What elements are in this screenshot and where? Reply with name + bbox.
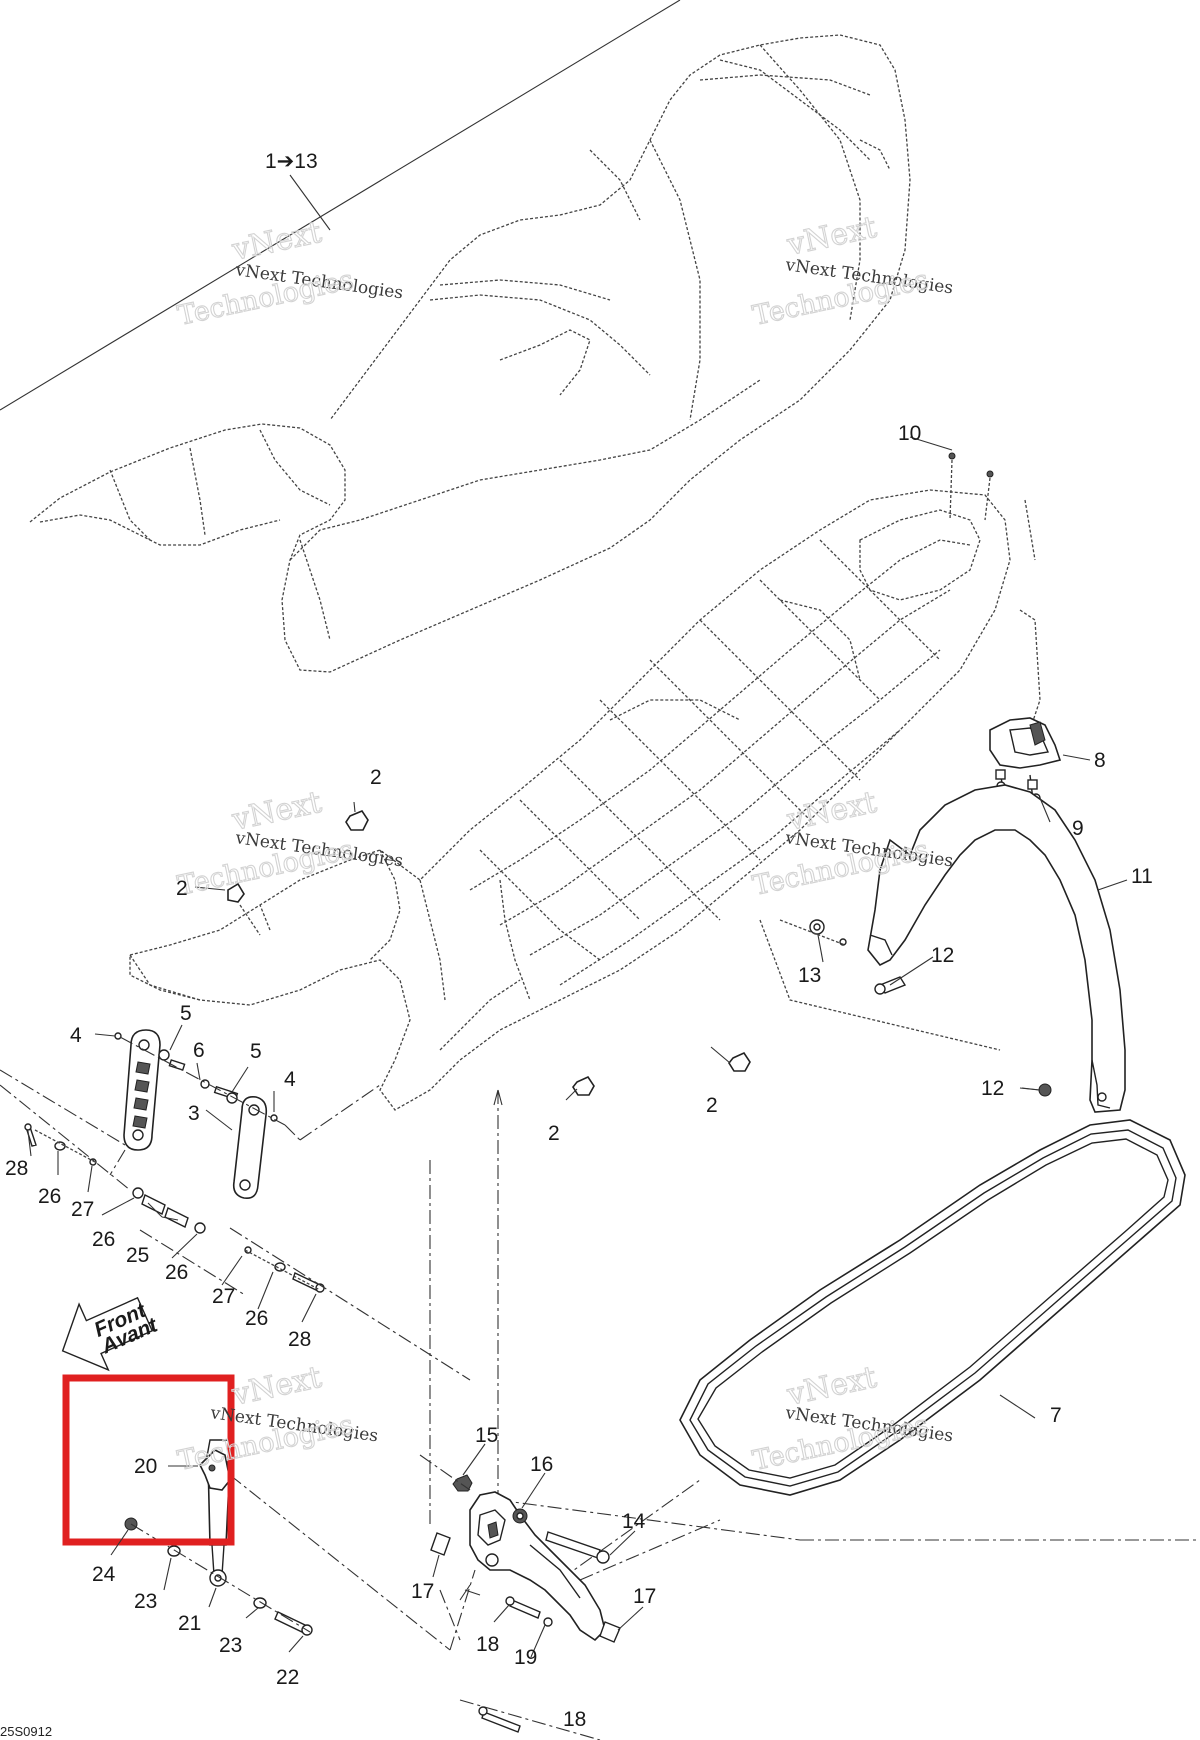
callout-6: 6 [193, 1039, 205, 1062]
seat-base-frame [129, 489, 1041, 1111]
spacer-17-right [599, 1621, 621, 1643]
callout-5: 5 [250, 1040, 262, 1063]
callout-5: 5 [180, 1002, 192, 1025]
callout-4: 4 [70, 1024, 82, 1047]
highlight-box [62, 1374, 235, 1546]
callout-28: 28 [5, 1157, 28, 1180]
callout-19: 19 [514, 1646, 537, 1669]
nut-2-top [345, 810, 369, 831]
callout-2: 2 [548, 1122, 560, 1145]
callout-14: 14 [622, 1510, 646, 1533]
nut-2-bottom [572, 1075, 595, 1096]
callout-23: 23 [219, 1634, 242, 1657]
watermark-top-right: vNext Technologies vNext Technologies [749, 209, 954, 332]
callout-25: 25 [126, 1244, 149, 1267]
svg-text:vNext: vNext [228, 785, 324, 838]
callout-12: 12 [931, 944, 954, 967]
link-arm-3-right [232, 1095, 268, 1200]
callout-20: 20 [134, 1455, 157, 1478]
callout-22: 22 [276, 1666, 299, 1689]
callout-26: 26 [38, 1185, 61, 1208]
nut-15 [452, 1474, 473, 1492]
callout-28: 28 [288, 1328, 311, 1351]
leader-lines [27, 436, 1128, 1658]
callout-2: 2 [176, 877, 188, 900]
callout-8: 8 [1094, 749, 1106, 772]
seal-gasket [679, 1119, 1186, 1496]
bushings-25-26 [132, 1187, 206, 1234]
bolt-22 [274, 1611, 313, 1636]
bolt-washers-27-28-left [24, 1123, 97, 1166]
latch-8 [989, 717, 1062, 801]
callout-12: 12 [981, 1077, 1004, 1100]
bolts-18-19 [478, 1596, 553, 1733]
callout-26: 26 [245, 1307, 268, 1330]
washer-23-left [167, 1545, 181, 1557]
drawing-code: 25S0912 [0, 1724, 52, 1739]
callout-2: 2 [370, 766, 382, 789]
svg-text:vNext: vNext [228, 215, 324, 268]
nuts-10 [948, 452, 994, 521]
callout-labels: 1➔13 2 2 2 2 3 4 4 5 5 6 7 8 9 10 11 12 … [5, 150, 1153, 1731]
callout-13: 13 [798, 964, 821, 987]
svg-text:vNext: vNext [783, 785, 879, 838]
callout-21: 21 [178, 1612, 201, 1635]
watermark-mid-left: vNext Technologies vNext Technologies [174, 784, 404, 902]
callout-11: 11 [1131, 865, 1153, 888]
svg-text:vNext: vNext [783, 210, 879, 263]
callout-23: 23 [134, 1590, 157, 1613]
callout-17: 17 [411, 1580, 434, 1603]
nut-2-left [227, 882, 261, 936]
washer-23-right [253, 1597, 267, 1609]
spacer-17-left [430, 1532, 451, 1556]
callout-27: 27 [71, 1198, 94, 1221]
callout-27: 27 [212, 1285, 235, 1308]
callout-26: 26 [165, 1261, 188, 1284]
callout-24: 24 [92, 1563, 116, 1586]
watermark-top-left: vNext Technologies vNext Technologies [174, 214, 404, 332]
seat-leader-line [0, 0, 681, 411]
link-arm-3-left [123, 1029, 161, 1151]
seat-assembly [29, 34, 911, 673]
callout-26: 26 [92, 1228, 115, 1251]
callout-10: 10 [898, 422, 921, 445]
callout-3: 3 [188, 1102, 200, 1125]
bolt-14 [545, 1531, 610, 1564]
callout-4: 4 [284, 1068, 296, 1091]
callout-17: 17 [633, 1585, 656, 1608]
screw-12-top [874, 976, 907, 995]
callout-15: 15 [475, 1424, 498, 1447]
callout-2: 2 [706, 1094, 718, 1117]
callout-9: 9 [1072, 817, 1084, 840]
callout-16: 16 [530, 1453, 553, 1476]
callout-18: 18 [476, 1633, 499, 1656]
front-direction-arrow: Front Avant [61, 1296, 162, 1372]
nut-2-right [728, 1051, 751, 1072]
bolt-washers-27-28-right [244, 1246, 325, 1293]
callout-1-13: 1➔13 [265, 150, 318, 173]
washer-nut-13 [779, 919, 847, 946]
shock-mount-20 [199, 1449, 231, 1491]
callout-18: 18 [563, 1708, 586, 1731]
svg-text:vNext: vNext [228, 1360, 324, 1413]
callout-7: 7 [1050, 1404, 1062, 1427]
strap-11 [867, 784, 1126, 1113]
pivot-bracket-16 [469, 1491, 606, 1642]
centerlines [0, 1036, 1200, 1740]
